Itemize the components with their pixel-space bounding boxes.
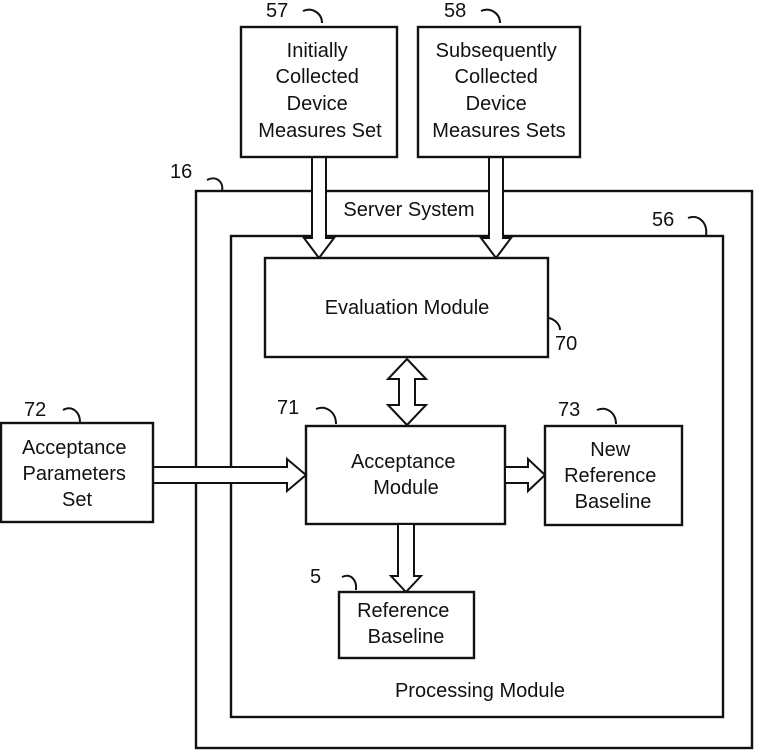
evaluation-ref-label: 70 [555,333,577,355]
box57-ref-leader [303,10,322,23]
box58-ref-leader [481,10,500,23]
new-baseline-ref-label: 73 [558,399,580,421]
acceptance-ref-label: 71 [277,397,299,419]
server-ref-label: 16 [170,161,192,183]
evaluation-module-label: Evaluation Module [325,297,490,319]
processing-ref-label: 56 [652,209,674,231]
acceptance-module-box [306,426,505,524]
baseline-ref-label: 5 [310,566,321,588]
params-ref-leader [63,408,80,422]
box58-ref-label: 58 [444,0,466,22]
server-system-title: Server System [343,199,474,221]
processing-module-title: Processing Module [395,680,565,702]
params-ref-label: 72 [24,399,46,421]
box57-ref-label: 57 [266,0,288,22]
server-ref-leader [207,178,222,191]
